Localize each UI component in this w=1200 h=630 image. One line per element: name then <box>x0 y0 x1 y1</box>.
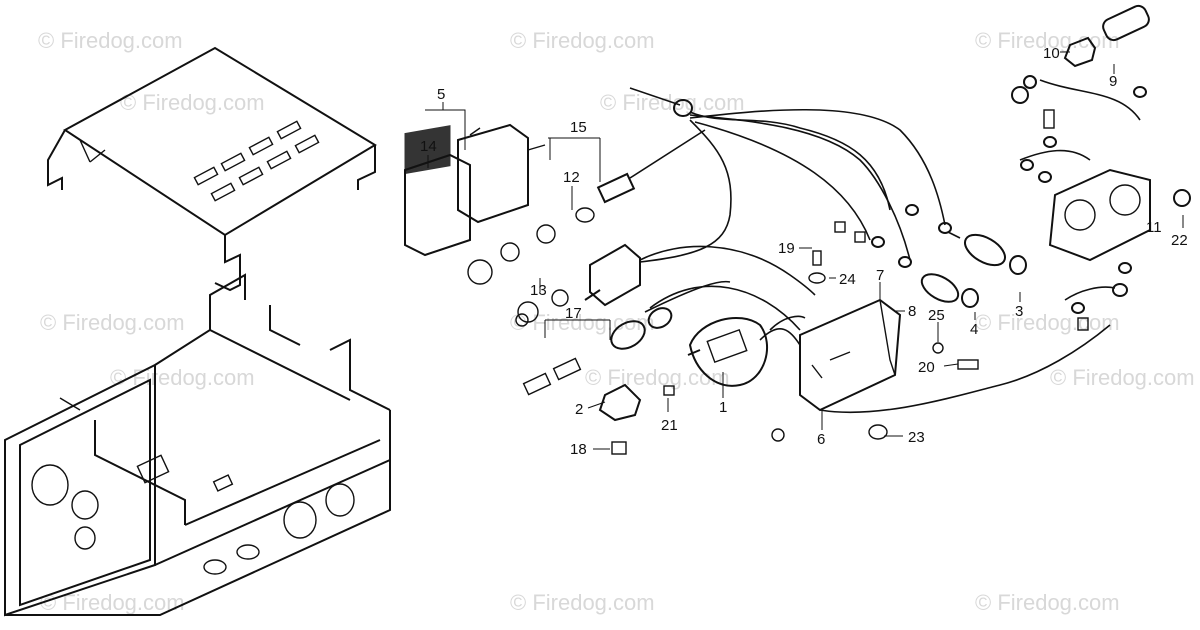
callout-13: 13 <box>530 282 547 299</box>
top-cover <box>47 46 377 292</box>
bulb-socket-4 <box>920 273 979 308</box>
bulb-socket-3 <box>947 231 1027 275</box>
callout-25: 25 <box>928 307 945 324</box>
watermark-text: © Firedog.com <box>585 365 730 390</box>
callout-19: 19 <box>778 240 795 257</box>
watermark-text: © Firedog.com <box>38 28 183 53</box>
ignition-switch <box>687 315 806 387</box>
watermark-text: © Firedog.com <box>510 310 655 335</box>
watermark-text: © Firedog.com <box>510 590 655 615</box>
callout-21: 21 <box>661 417 678 434</box>
callout-20: 20 <box>918 359 935 376</box>
callout-labels: 1 2 3 4 5 6 7 8 9 10 11 12 13 14 15 17 1… <box>420 45 1188 458</box>
callout-7: 7 <box>876 267 884 284</box>
bulbs-17 <box>522 307 673 396</box>
callout-9: 9 <box>1109 73 1117 90</box>
hardware <box>598 221 979 455</box>
watermark-text: © Firedog.com <box>40 310 185 335</box>
watermark-text: © Firedog.com <box>975 590 1120 615</box>
callout-1: 1 <box>719 399 727 416</box>
callout-17: 17 <box>565 305 582 322</box>
watermark-text: © Firedog.com <box>40 590 185 615</box>
connector-15 <box>596 129 706 204</box>
watermark-text: © Firedog.com <box>975 310 1120 335</box>
wiring-harness <box>629 87 952 331</box>
watermark-text: © Firedog.com <box>1050 365 1195 390</box>
callout-3: 3 <box>1015 303 1023 320</box>
callout-18: 18 <box>570 441 587 458</box>
callout-15: 15 <box>570 119 587 136</box>
toggle-switch <box>515 243 641 327</box>
callout-4: 4 <box>970 321 978 338</box>
callout-6: 6 <box>817 431 825 448</box>
callout-22: 22 <box>1171 232 1188 249</box>
watermark-text: © Firedog.com <box>120 90 265 115</box>
fuse-holder <box>1019 79 1191 262</box>
leader-lines <box>425 51 1184 450</box>
meter-assembly <box>404 123 595 285</box>
callout-24: 24 <box>839 271 856 288</box>
callout-10: 10 <box>1043 45 1060 62</box>
cap-and-terminal <box>1011 4 1150 104</box>
callout-8: 8 <box>908 303 916 320</box>
callout-23: 23 <box>908 429 925 446</box>
callout-5: 5 <box>437 86 445 103</box>
ground-wire <box>1064 262 1132 331</box>
callout-2: 2 <box>575 401 583 418</box>
watermark-text: © Firedog.com <box>110 365 255 390</box>
instrument-case <box>4 273 391 617</box>
callout-11: 11 <box>1146 219 1162 236</box>
watermark-group: © Firedog.com © Firedog.com © Firedog.co… <box>38 28 1195 615</box>
callout-12: 12 <box>563 169 580 186</box>
watermark-text: © Firedog.com <box>510 28 655 53</box>
callout-14: 14 <box>420 138 437 155</box>
